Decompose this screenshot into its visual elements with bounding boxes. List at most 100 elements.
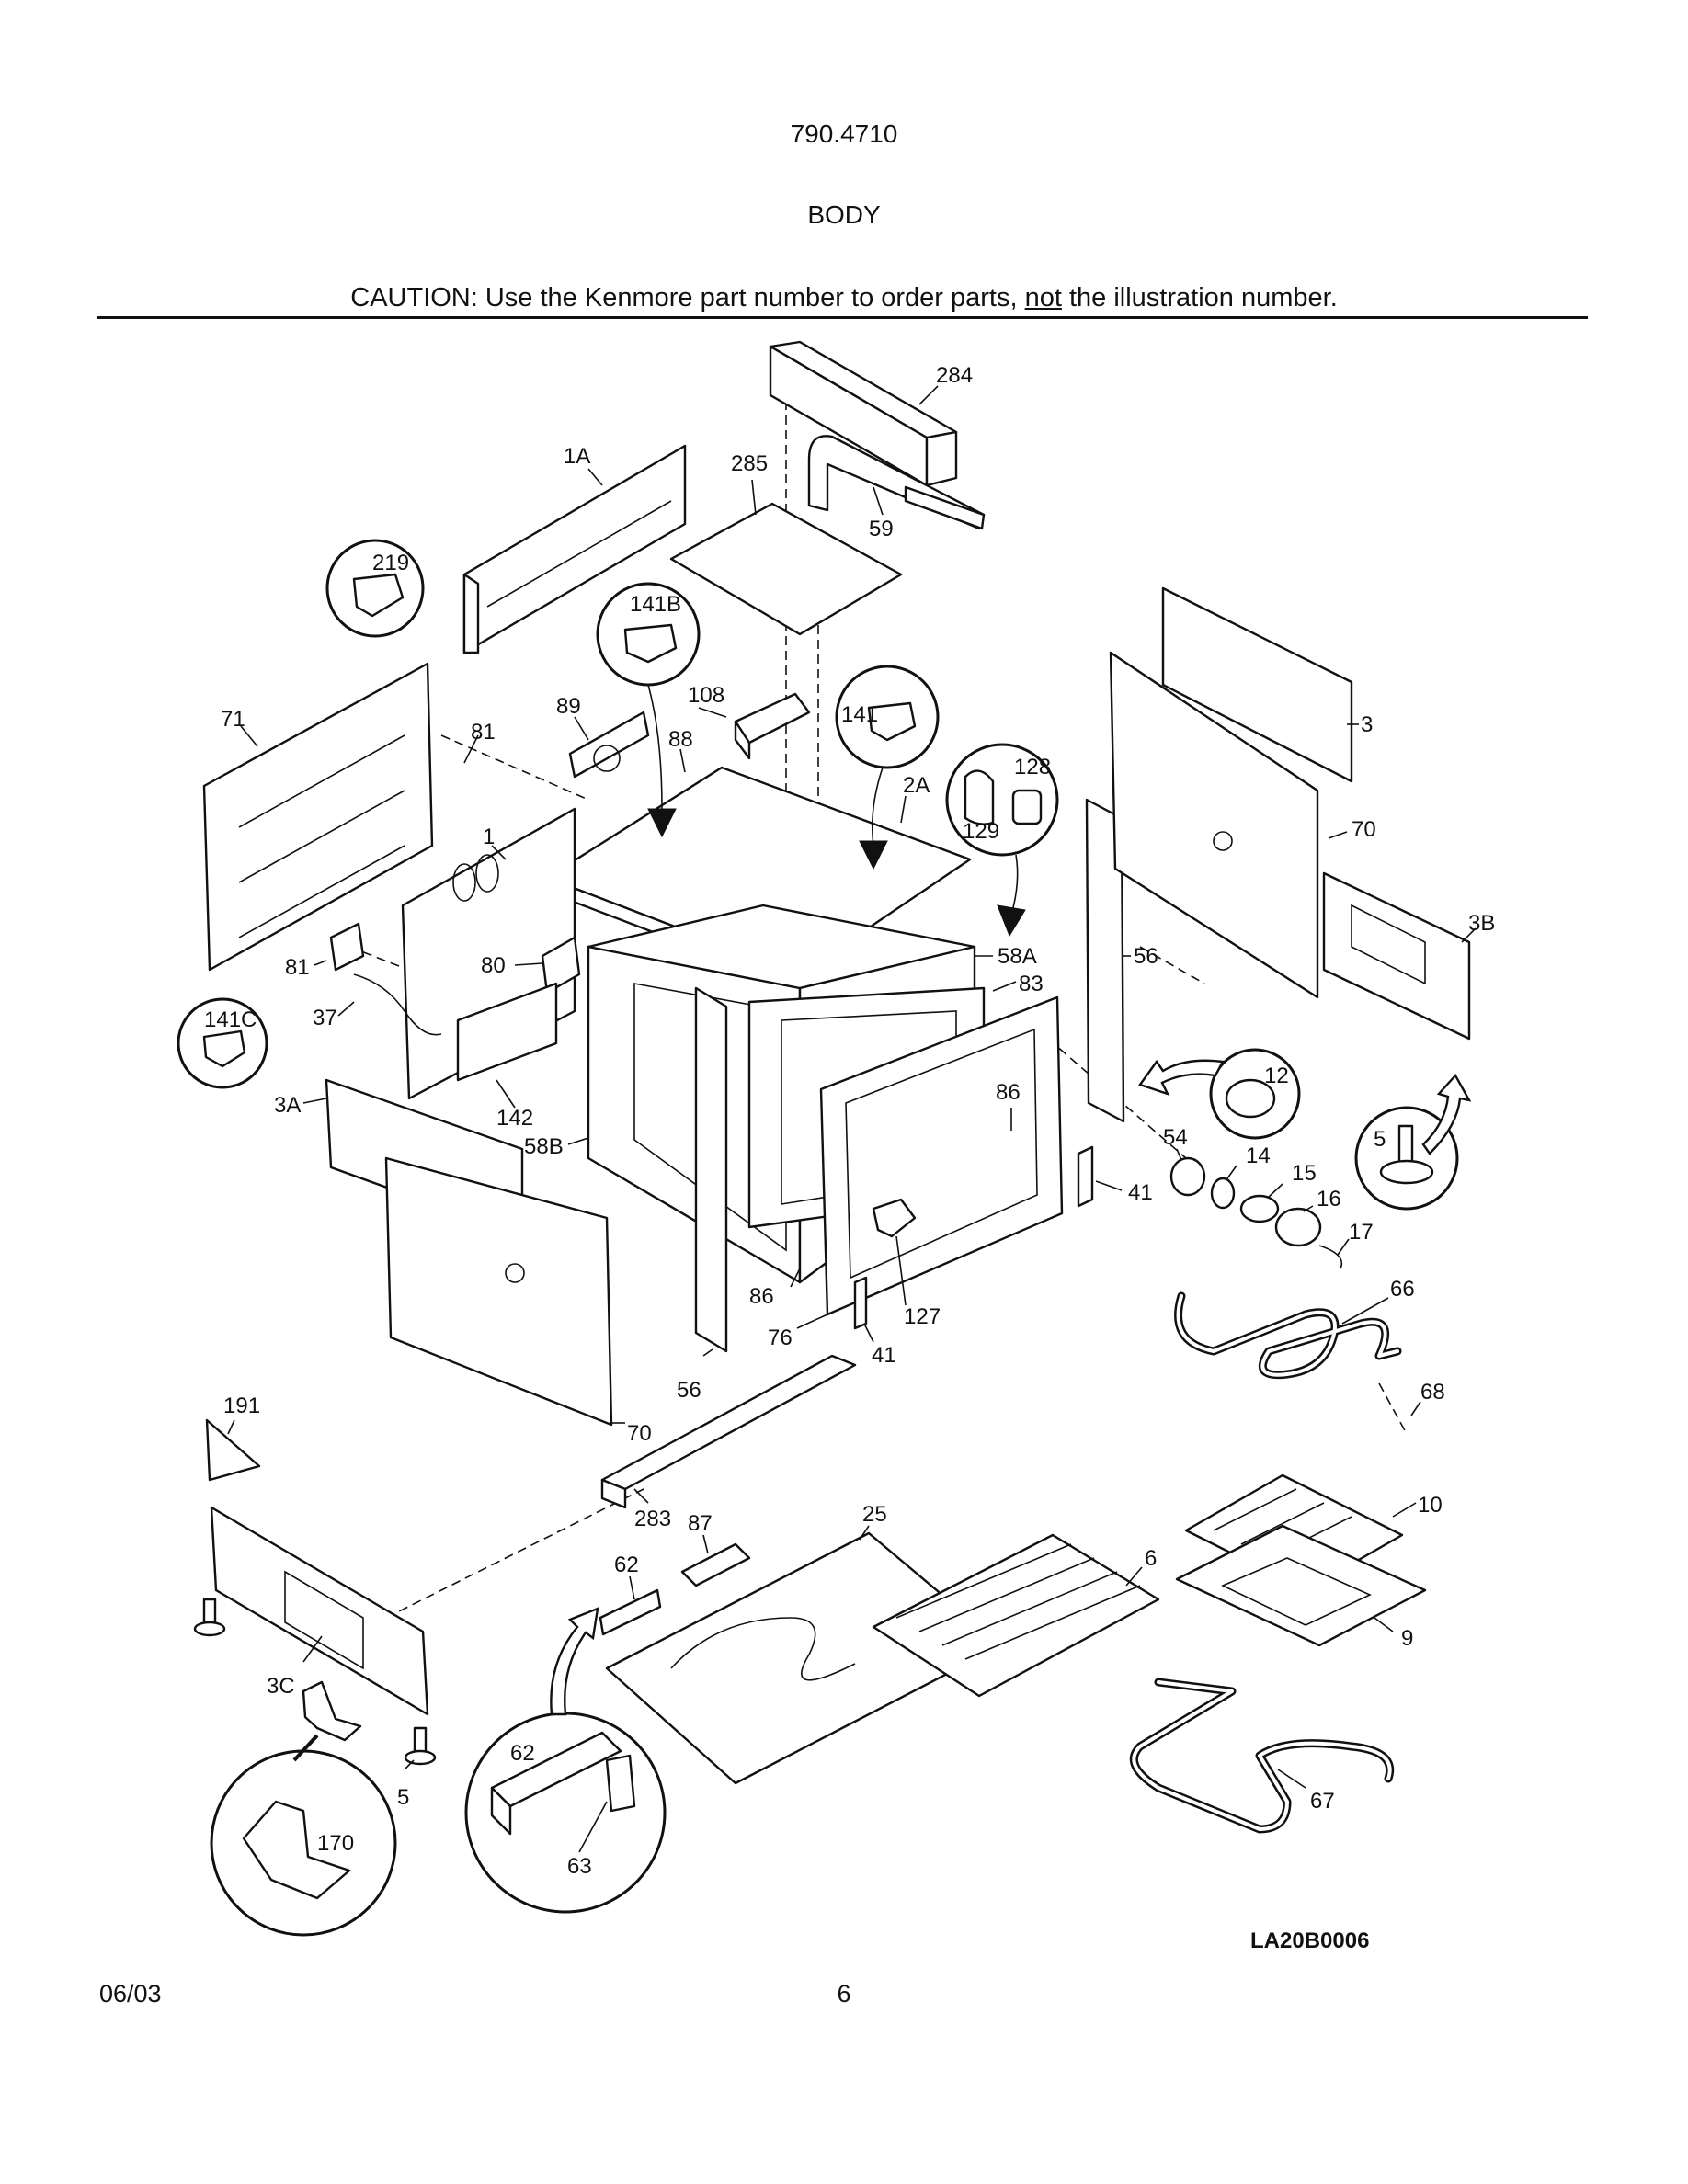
page-number: 6 xyxy=(837,1980,851,2008)
callout-128: 128 xyxy=(1014,755,1051,779)
callout-81-lower: 81 xyxy=(285,955,310,980)
part-3C-kick-panel xyxy=(210,1506,429,1716)
callout-3C: 3C xyxy=(267,1674,295,1699)
part-89-switch xyxy=(568,711,650,779)
part-16-lens xyxy=(1274,1207,1322,1247)
callout-141B: 141B xyxy=(630,592,681,617)
callout-71: 71 xyxy=(221,707,245,732)
callout-1: 1 xyxy=(483,825,495,849)
part-5-leveler-inset xyxy=(1354,1106,1459,1211)
callout-285: 285 xyxy=(731,451,768,476)
callout-62-inset: 62 xyxy=(510,1741,535,1766)
callout-81-upper: 81 xyxy=(471,720,496,745)
part-56-front-post xyxy=(694,986,728,1353)
part-59-vent-duct xyxy=(807,435,986,530)
callout-5-foot: 5 xyxy=(397,1785,409,1810)
callout-66: 66 xyxy=(1390,1277,1415,1302)
part-62-terminal-block xyxy=(599,1588,662,1636)
callout-59: 59 xyxy=(869,517,894,541)
callout-284: 284 xyxy=(936,363,973,388)
part-170-bracket xyxy=(302,1680,362,1742)
model-number: 790.4710 xyxy=(790,119,898,148)
arrow-62-up xyxy=(550,1607,599,1716)
callout-15: 15 xyxy=(1292,1161,1317,1186)
callout-41-lower: 41 xyxy=(872,1343,896,1368)
callout-3B: 3B xyxy=(1468,911,1495,936)
callout-17: 17 xyxy=(1349,1220,1374,1245)
callout-56-front: 56 xyxy=(677,1378,701,1403)
callout-141: 141 xyxy=(841,702,878,727)
part-66-bake-element xyxy=(1174,1291,1402,1380)
part-108-element xyxy=(734,692,811,760)
part-17-wire-clip xyxy=(1318,1245,1342,1269)
caution-emphasis: not xyxy=(1024,283,1062,313)
callout-219: 219 xyxy=(372,551,409,575)
arrow-12-left xyxy=(1138,1059,1225,1097)
callout-86-lower: 86 xyxy=(749,1284,774,1309)
callout-129: 129 xyxy=(963,819,999,844)
callout-3: 3 xyxy=(1361,712,1373,737)
part-54-light-socket xyxy=(1169,1156,1206,1197)
callout-86-upper: 86 xyxy=(996,1080,1021,1105)
part-283-front-rail xyxy=(600,1354,857,1509)
callout-127: 127 xyxy=(904,1304,941,1329)
callout-25: 25 xyxy=(862,1502,887,1527)
caution-note: CAUTION: Use the Kenmore part number to … xyxy=(0,283,1688,313)
part-15-bulb xyxy=(1239,1194,1280,1223)
part-219-inset xyxy=(325,539,425,638)
callout-41-right: 41 xyxy=(1128,1180,1153,1205)
callout-87: 87 xyxy=(688,1511,713,1536)
caution-prefix: CAUTION: Use the Kenmore part number to … xyxy=(350,283,1025,313)
callout-1A: 1A xyxy=(564,444,590,469)
callout-2A: 2A xyxy=(903,773,930,798)
part-41-receptacle-lower xyxy=(853,1276,868,1330)
callout-80: 80 xyxy=(481,953,506,978)
part-41-receptacle xyxy=(1077,1145,1094,1208)
callout-6: 6 xyxy=(1145,1546,1157,1571)
caution-suffix: the illustration number. xyxy=(1061,283,1338,313)
callout-12: 12 xyxy=(1264,1064,1289,1088)
callout-14: 14 xyxy=(1246,1143,1271,1168)
part-1A-bracket xyxy=(462,444,687,654)
callout-58B: 58B xyxy=(524,1134,564,1159)
callout-83: 83 xyxy=(1019,972,1044,996)
callout-108: 108 xyxy=(688,683,724,708)
callout-76: 76 xyxy=(768,1325,793,1350)
callout-16: 16 xyxy=(1317,1187,1341,1211)
part-76-door-frame xyxy=(819,995,1064,1316)
callout-58A: 58A xyxy=(998,944,1037,969)
part-141C-inset xyxy=(177,997,268,1089)
callout-70-side: 70 xyxy=(1352,817,1376,842)
arrow-128-down xyxy=(997,854,1026,938)
part-37-wire xyxy=(353,973,442,1036)
callout-68: 68 xyxy=(1420,1380,1445,1405)
callout-70-front: 70 xyxy=(627,1421,652,1446)
part-80-bracket xyxy=(541,936,581,995)
arrow-5-up xyxy=(1421,1073,1472,1155)
part-56-side-post xyxy=(1085,798,1125,1123)
callout-54: 54 xyxy=(1163,1125,1188,1150)
callout-3A: 3A xyxy=(274,1093,301,1118)
part-87-bracket xyxy=(680,1542,751,1587)
part-285-insulation xyxy=(669,502,903,636)
part-14-gasket xyxy=(1210,1177,1236,1210)
part-70-lower-panel xyxy=(384,1156,613,1427)
part-62-63-inset xyxy=(464,1712,667,1914)
part-71-side-panel xyxy=(202,662,434,972)
callout-170: 170 xyxy=(317,1831,354,1856)
callout-37: 37 xyxy=(313,1006,337,1030)
callout-62-upper: 62 xyxy=(614,1553,639,1577)
figure-code: LA20B0006 xyxy=(1250,1928,1370,1953)
callout-142: 142 xyxy=(496,1106,533,1131)
part-81-bracket xyxy=(329,922,365,972)
arrow-141B-down xyxy=(647,684,677,838)
part-5-leveler xyxy=(193,1598,437,1766)
part-70-side-panel xyxy=(1109,651,1319,999)
section-title: BODY xyxy=(807,200,881,229)
callout-191: 191 xyxy=(223,1393,260,1418)
part-12-inset xyxy=(1209,1048,1301,1140)
part-127-thermostat xyxy=(872,1198,917,1238)
callout-labels: 284 285 1A 59 219 141B 71 81 89 108 88 1… xyxy=(204,363,1495,1879)
callout-89: 89 xyxy=(556,694,581,719)
